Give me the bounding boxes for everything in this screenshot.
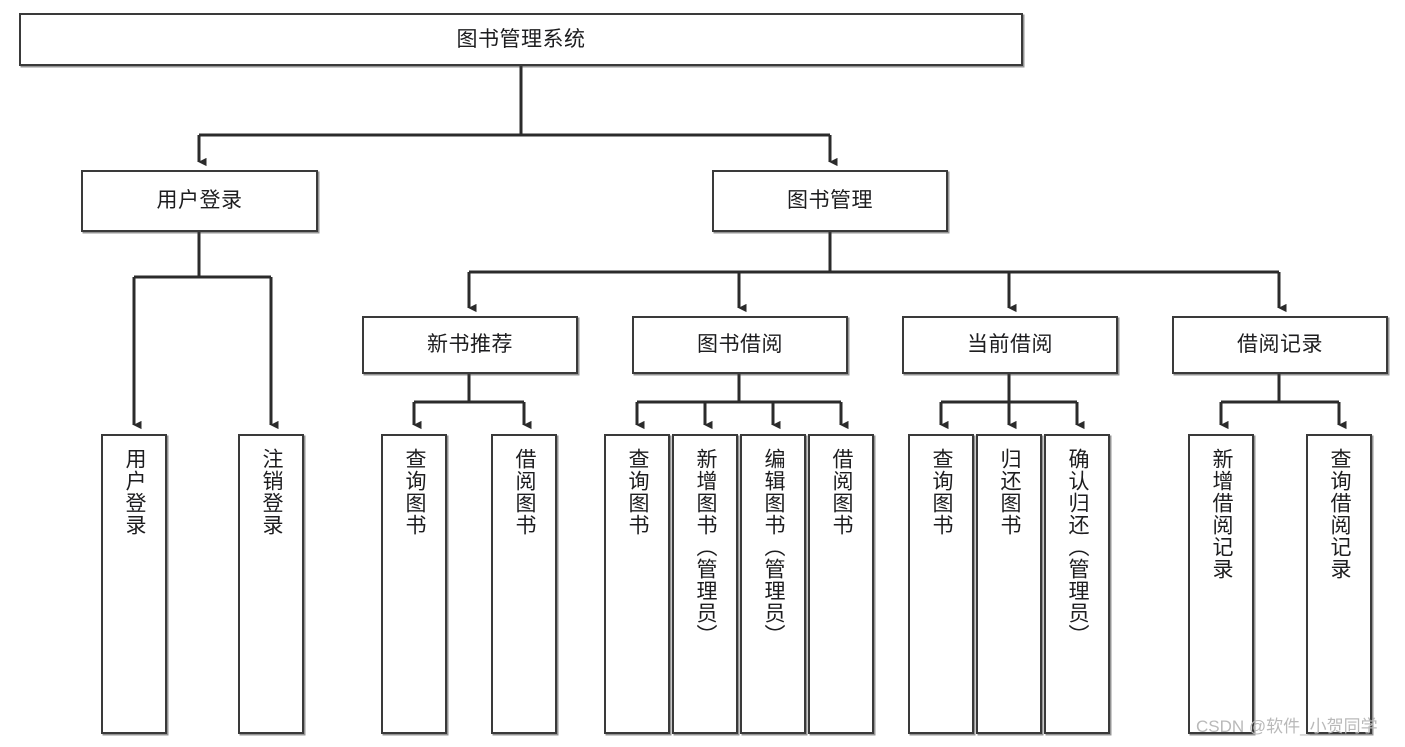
- leaf-user-login[interactable]: 用户登录: [101, 434, 167, 734]
- node-label: 借阅图书: [830, 448, 854, 536]
- node-label: 新书推荐: [427, 333, 513, 357]
- leaf-query-borrow-record[interactable]: 查询借阅记录: [1306, 434, 1372, 734]
- node-label: 图书管理: [787, 189, 873, 213]
- leaf-confirm-return-admin[interactable]: 确认归还（管理员）: [1044, 434, 1110, 734]
- leaf-query-book-recommend[interactable]: 查询图书: [381, 434, 447, 734]
- node-label: 新增图书（管理员）: [694, 448, 718, 646]
- node-label: 查询图书: [626, 448, 650, 536]
- node-label: 图书借阅: [697, 333, 783, 357]
- node-label: 用户登录: [123, 448, 147, 536]
- leaf-add-book-admin[interactable]: 新增图书（管理员）: [672, 434, 738, 734]
- node-borrow-record[interactable]: 借阅记录: [1172, 316, 1388, 374]
- node-label: 图书管理系统: [456, 27, 586, 51]
- node-label: 借阅图书: [513, 448, 537, 536]
- leaf-return-book[interactable]: 归还图书: [976, 434, 1042, 734]
- node-root-book-management-system[interactable]: 图书管理系统: [19, 13, 1023, 66]
- node-label: 当前借阅: [967, 333, 1053, 357]
- node-label: 借阅记录: [1237, 333, 1323, 357]
- leaf-logout[interactable]: 注销登录: [238, 434, 304, 734]
- node-book-management[interactable]: 图书管理: [712, 170, 948, 232]
- leaf-borrow-book-recommend[interactable]: 借阅图书: [491, 434, 557, 734]
- node-book-borrow[interactable]: 图书借阅: [632, 316, 848, 374]
- node-label: 查询借阅记录: [1328, 448, 1352, 580]
- leaf-borrow-book[interactable]: 借阅图书: [808, 434, 874, 734]
- csdn-watermark: CSDN @软件_小贺同学: [1196, 717, 1378, 736]
- node-new-book-recommend[interactable]: 新书推荐: [362, 316, 578, 374]
- node-user-login[interactable]: 用户登录: [81, 170, 318, 232]
- leaf-edit-book-admin[interactable]: 编辑图书（管理员）: [740, 434, 806, 734]
- node-label: 用户登录: [156, 189, 243, 213]
- node-current-borrow[interactable]: 当前借阅: [902, 316, 1118, 374]
- node-label: 查询图书: [930, 448, 954, 536]
- leaf-query-book-current[interactable]: 查询图书: [908, 434, 974, 734]
- node-label: 注销登录: [260, 448, 284, 536]
- leaf-add-borrow-record[interactable]: 新增借阅记录: [1188, 434, 1254, 734]
- node-label: 查询图书: [403, 448, 427, 536]
- node-label: 编辑图书（管理员）: [762, 448, 786, 646]
- leaf-query-book-borrow[interactable]: 查询图书: [604, 434, 670, 734]
- node-label: 归还图书: [998, 448, 1022, 536]
- node-label: 确认归还（管理员）: [1066, 448, 1090, 646]
- node-label: 新增借阅记录: [1210, 448, 1234, 580]
